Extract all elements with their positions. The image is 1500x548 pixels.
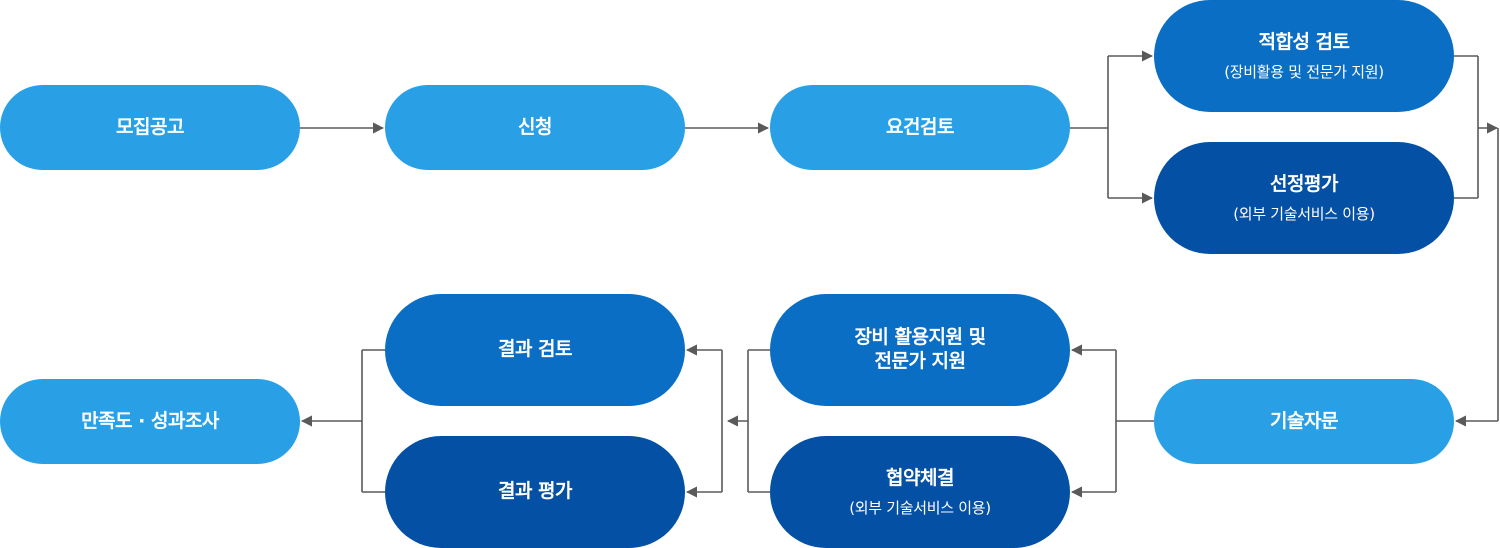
node-result-evaluation-title: 결과 평가 — [497, 480, 573, 503]
node-recruit-title: 모집공고 — [116, 115, 184, 138]
node-satisfaction-survey: 만족도 · 성과조사 — [0, 379, 300, 464]
node-selection-evaluation-title: 선정평가 — [1270, 172, 1338, 195]
node-apply-title: 신청 — [518, 115, 552, 138]
node-recruit: 모집공고 — [0, 85, 300, 170]
node-satisfaction-survey-title: 만족도 · 성과조사 — [81, 409, 219, 432]
node-agreement: 협약체결 (외부 기술서비스 이용) — [770, 436, 1070, 548]
node-requirement-review-title: 요건검토 — [886, 115, 954, 138]
node-agreement-subtitle: (외부 기술서비스 이용) — [849, 498, 991, 517]
node-selection-evaluation: 선정평가 (외부 기술서비스 이용) — [1154, 142, 1454, 254]
node-agreement-title: 협약체결 — [886, 466, 954, 489]
node-result-review-title: 결과 검토 — [497, 338, 573, 361]
node-result-evaluation: 결과 평가 — [385, 436, 685, 548]
node-selection-evaluation-subtitle: (외부 기술서비스 이용) — [1233, 204, 1375, 223]
node-tech-consulting: 기술자문 — [1154, 379, 1454, 464]
node-result-review: 결과 검토 — [385, 294, 685, 406]
node-equipment-support: 장비 활용지원 및 전문가 지원 — [770, 294, 1070, 406]
node-requirement-review: 요건검토 — [770, 85, 1070, 170]
node-apply: 신청 — [385, 85, 685, 170]
node-suitability-review-title: 적합성 검토 — [1258, 30, 1350, 53]
node-suitability-review: 적합성 검토 (장비활용 및 전문가 지원) — [1154, 0, 1454, 112]
node-suitability-review-subtitle: (장비활용 및 전문가 지원) — [1224, 62, 1384, 81]
node-tech-consulting-title: 기술자문 — [1270, 409, 1338, 432]
node-equipment-support-title: 장비 활용지원 및 전문가 지원 — [854, 326, 986, 372]
